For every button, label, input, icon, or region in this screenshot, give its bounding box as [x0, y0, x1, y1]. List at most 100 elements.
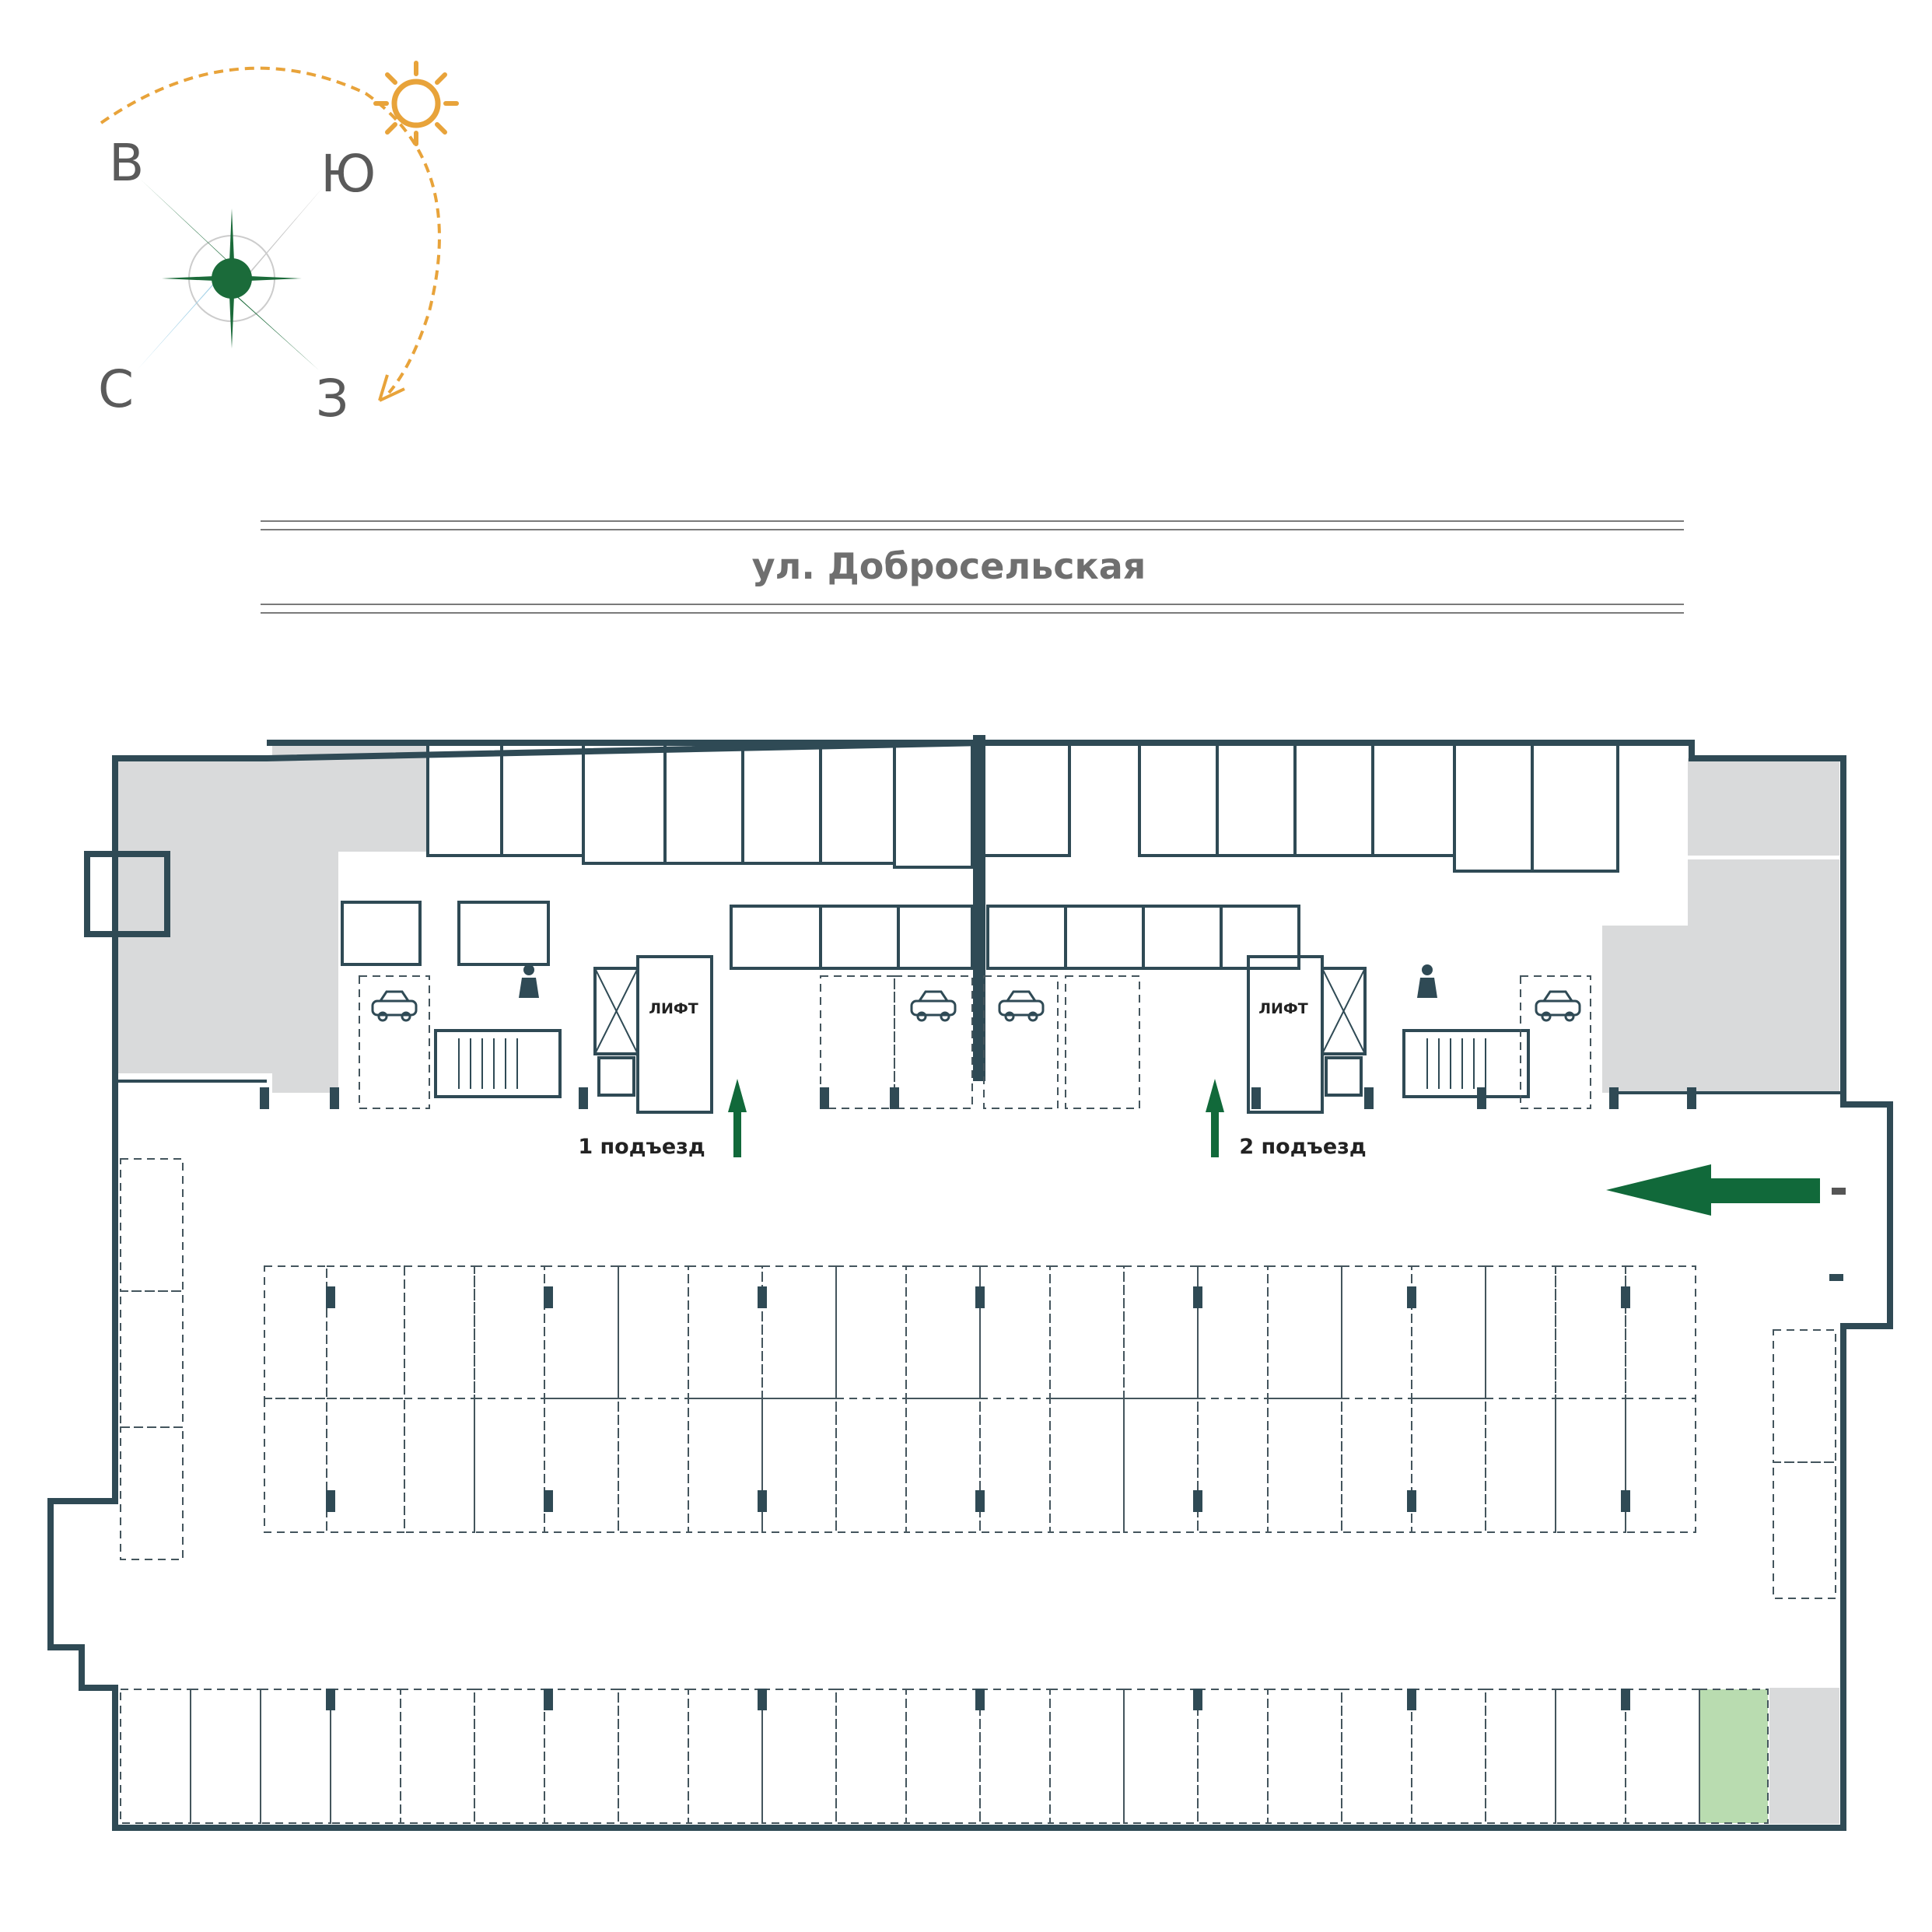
parking-spot[interactable] — [400, 1689, 475, 1824]
compass-west-letter: З — [316, 369, 348, 429]
ev-parking-spots — [359, 975, 1591, 1109]
parking-spot[interactable] — [544, 1398, 619, 1533]
structural-column — [758, 1689, 767, 1710]
driveway-arrow-icon — [1606, 1164, 1820, 1216]
parking-spot[interactable] — [1485, 1265, 1556, 1399]
parking-spot[interactable] — [835, 1398, 907, 1533]
parking-spot[interactable] — [1197, 1265, 1269, 1399]
parking-spot[interactable] — [761, 1265, 837, 1399]
parking-spot[interactable] — [260, 1689, 331, 1824]
parking-spot[interactable] — [905, 1689, 981, 1824]
parking-spot[interactable] — [1625, 1689, 1700, 1824]
parking-spot[interactable] — [618, 1398, 689, 1533]
parking-spot[interactable] — [264, 1265, 327, 1399]
parking-spot[interactable] — [404, 1265, 475, 1399]
parking-spot[interactable] — [474, 1689, 545, 1824]
structural-column — [1609, 1087, 1619, 1109]
parking-spot[interactable] — [1267, 1398, 1342, 1533]
parking-spot[interactable] — [761, 1398, 837, 1533]
parking-spot[interactable] — [326, 1265, 405, 1399]
parking-spot[interactable] — [1411, 1689, 1486, 1824]
structural-column — [326, 1490, 335, 1512]
entrance-arrow-icon — [1206, 1079, 1224, 1157]
structural-column — [1193, 1490, 1202, 1512]
structural-column — [975, 1490, 985, 1512]
ev-charging-car-icon — [371, 990, 1581, 1022]
parking-spot[interactable] — [1625, 1398, 1696, 1533]
parking-spot[interactable] — [1049, 1689, 1125, 1824]
lift-label-1: ЛИФТ — [649, 1000, 698, 1017]
parking-spot[interactable] — [1123, 1689, 1199, 1824]
parking-spot[interactable] — [1049, 1265, 1125, 1399]
parking-spot[interactable] — [1341, 1689, 1412, 1824]
parking-bottom-row — [120, 1689, 1700, 1824]
parking-spot[interactable] — [1555, 1398, 1626, 1533]
parking-spot[interactable] — [474, 1398, 545, 1533]
parking-spot[interactable] — [1267, 1265, 1342, 1399]
parking-spot[interactable] — [1267, 1689, 1342, 1824]
structural-column — [1407, 1689, 1416, 1710]
parking-spot[interactable] — [1411, 1398, 1486, 1533]
structural-column — [544, 1490, 553, 1512]
entrance-2[interactable]: 2 подъезд — [1206, 1079, 1367, 1159]
structural-columns — [260, 1087, 1696, 1710]
parking-spot[interactable] — [979, 1398, 1051, 1533]
parking-right-column — [1773, 1329, 1836, 1599]
parking-spot[interactable] — [688, 1689, 763, 1824]
lift-label-2: ЛИФТ — [1258, 1000, 1308, 1017]
structural-column — [975, 1286, 985, 1308]
cleaning-staff-icon — [519, 964, 539, 998]
parking-spot[interactable] — [264, 1398, 327, 1533]
entrance-arrow-icon — [728, 1079, 747, 1157]
parking-spot[interactable] — [190, 1689, 261, 1824]
parking-spot[interactable] — [979, 1265, 1051, 1399]
parking-spot[interactable] — [1341, 1398, 1412, 1533]
parking-spot[interactable] — [330, 1689, 401, 1824]
structural-column — [1193, 1689, 1202, 1710]
structural-column — [1251, 1087, 1261, 1109]
compass-south-letter: Ю — [320, 144, 376, 204]
parking-spot[interactable] — [1197, 1689, 1269, 1824]
parking-spot[interactable] — [1197, 1398, 1269, 1533]
street-name: ул. Добросельская — [752, 545, 1146, 587]
parking-left-column — [120, 1158, 184, 1560]
parking-spot[interactable] — [474, 1265, 545, 1399]
entrance-1[interactable]: 1 подъезд — [578, 1079, 747, 1159]
parking-spot[interactable] — [761, 1689, 837, 1824]
parking-spot[interactable] — [905, 1265, 981, 1399]
structural-column — [758, 1286, 767, 1308]
gate-marker — [1832, 1188, 1846, 1195]
parking-spot[interactable] — [544, 1265, 619, 1399]
parking-spot[interactable] — [979, 1689, 1051, 1824]
parking-spot[interactable] — [1411, 1265, 1486, 1399]
parking-spot[interactable] — [1625, 1265, 1696, 1399]
parking-spot[interactable] — [618, 1689, 689, 1824]
structural-column — [890, 1087, 899, 1109]
structural-column — [326, 1689, 335, 1710]
structural-column — [1621, 1689, 1630, 1710]
structural-column — [1621, 1286, 1630, 1308]
parking-spot[interactable] — [120, 1689, 191, 1824]
parking-spot[interactable] — [835, 1689, 907, 1824]
parking-spot[interactable] — [544, 1689, 619, 1824]
cleaning-staff-icon — [1417, 964, 1437, 998]
parking-spot[interactable] — [1123, 1398, 1199, 1533]
parking-spot[interactable] — [905, 1398, 981, 1533]
parking-center-rows — [264, 1265, 1696, 1533]
parking-spot[interactable] — [1485, 1689, 1556, 1824]
parking-spot[interactable] — [1123, 1265, 1199, 1399]
parking-spot[interactable] — [618, 1265, 689, 1399]
storage-zones — [117, 743, 1839, 1824]
parking-spot[interactable] — [1341, 1265, 1412, 1399]
parking-spot[interactable] — [835, 1265, 907, 1399]
parking-spot[interactable] — [1555, 1689, 1626, 1824]
parking-spot[interactable] — [1485, 1398, 1556, 1533]
parking-spot[interactable] — [404, 1398, 475, 1533]
parking-spot[interactable] — [1049, 1398, 1125, 1533]
parking-spot[interactable] — [326, 1398, 405, 1533]
parking-spot[interactable] — [1555, 1265, 1626, 1399]
parking-spot[interactable] — [688, 1265, 763, 1399]
parking-spot[interactable] — [688, 1398, 763, 1533]
highlighted-parking-spot[interactable] — [1699, 1689, 1769, 1824]
street: ул. Добросельская — [261, 520, 1684, 614]
